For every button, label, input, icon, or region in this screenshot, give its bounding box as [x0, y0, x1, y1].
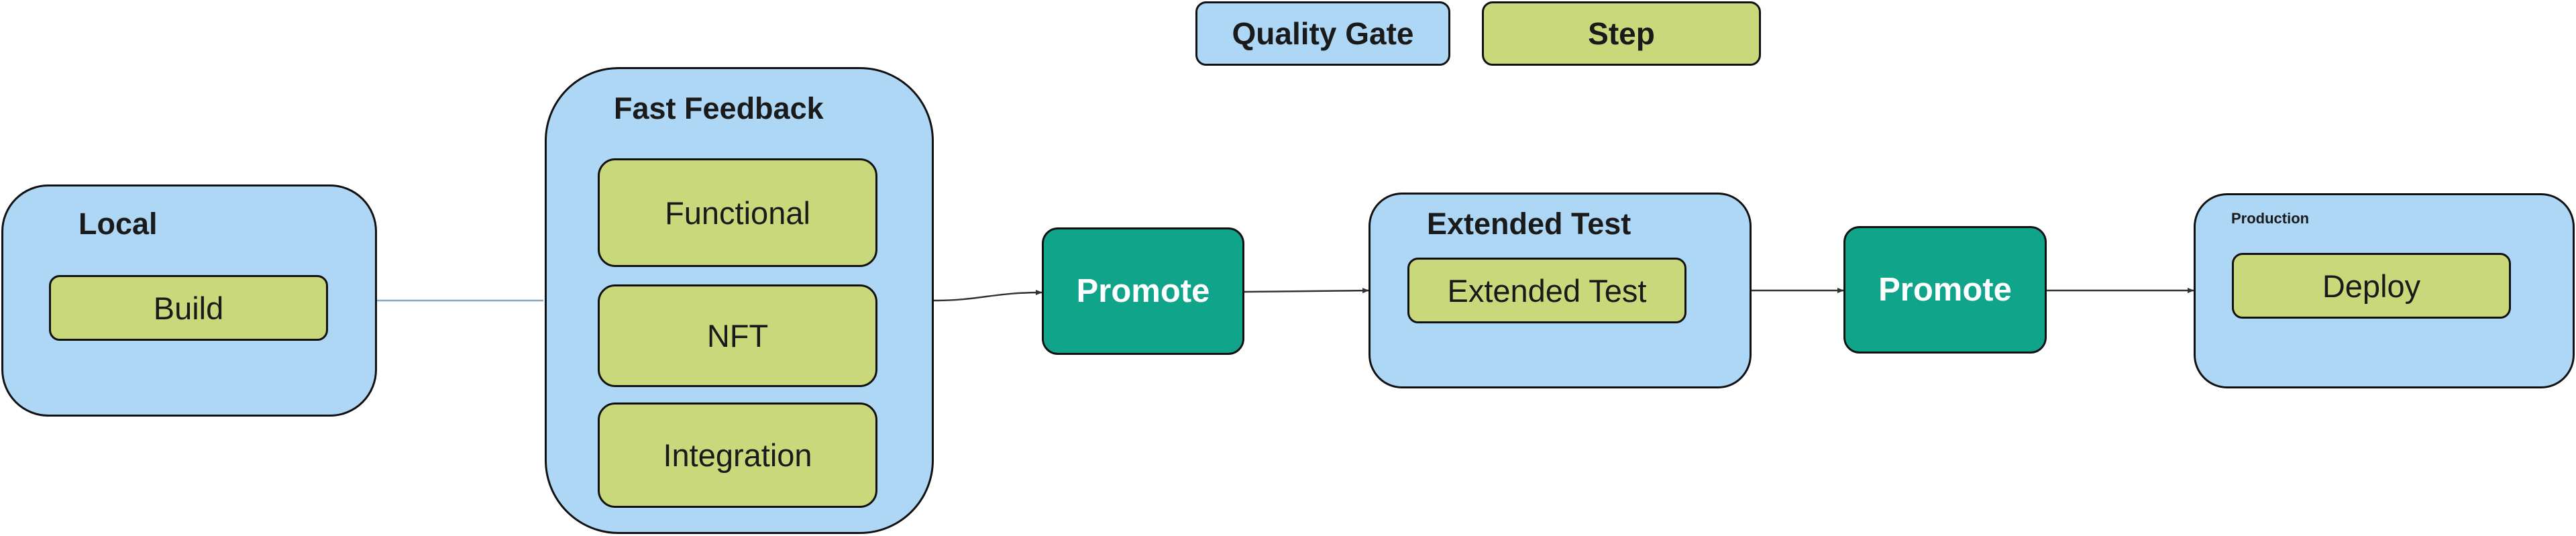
step-build: Build: [49, 275, 328, 341]
stage-extended-test-title: Extended Test: [1427, 207, 1631, 241]
step-functional: Functional: [598, 158, 877, 267]
legend-quality-gate-label: Quality Gate: [1232, 16, 1414, 51]
legend-step-label: Step: [1588, 16, 1655, 51]
promote-gate-2-label: Promote: [1878, 272, 2012, 308]
step-nft-label: NFT: [706, 318, 769, 354]
connector-promote-to-extended-test: [1244, 288, 1369, 294]
step-extended-test-label: Extended Test: [1447, 272, 1647, 309]
step-extended-test: Extended Test: [1407, 258, 1686, 323]
stage-fast-feedback-title: Fast Feedback: [614, 91, 824, 125]
step-deploy: Deploy: [2232, 253, 2511, 319]
step-deploy-label: Deploy: [2322, 268, 2421, 304]
connector-fast-feedback-to-promote: [933, 290, 1042, 302]
stage-production-title: Production: [2231, 210, 2310, 227]
legend-step: Step: [1482, 1, 1761, 66]
step-build-label: Build: [153, 290, 224, 326]
step-functional-label: Functional: [665, 195, 810, 231]
legend-quality-gate: Quality Gate: [1195, 1, 1450, 66]
promote-gate-1-label: Promote: [1076, 273, 1210, 309]
stage-local-title: Local: [78, 207, 158, 241]
promote-gate-2: Promote: [1843, 226, 2047, 354]
promote-gate-1: Promote: [1042, 227, 1244, 355]
step-nft: NFT: [598, 284, 877, 387]
step-integration-label: Integration: [663, 437, 812, 473]
step-integration: Integration: [598, 403, 877, 508]
